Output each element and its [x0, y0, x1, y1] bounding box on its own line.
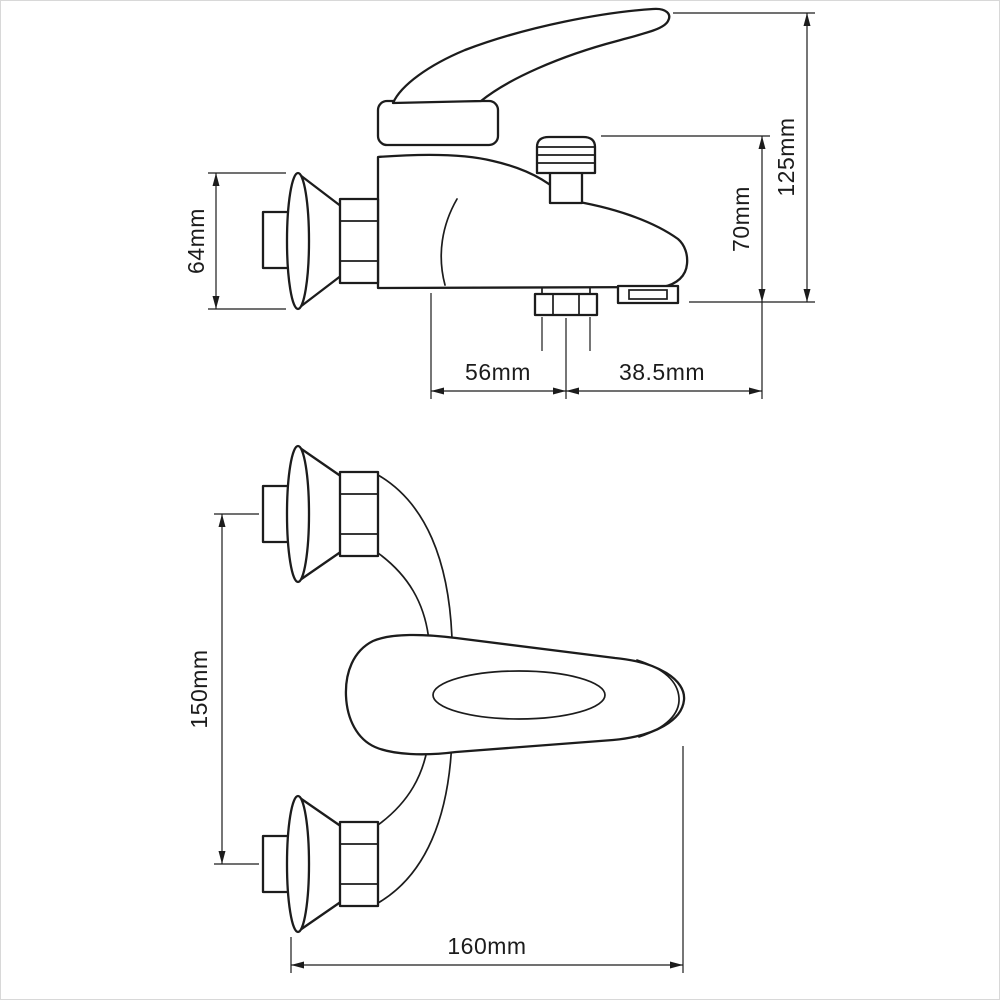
- dim-label-160mm: 160mm: [447, 933, 526, 959]
- dim-label-64mm: 64mm: [183, 208, 209, 274]
- dim-depth-group: 56mm 38.5mm: [430, 293, 763, 399]
- aerator-outer: [616, 284, 680, 305]
- dim-flange-diameter: 64mm: [183, 172, 286, 310]
- mount-flange: [285, 171, 311, 311]
- body-spout-outline: [376, 153, 689, 290]
- outlet-nut: [533, 292, 599, 317]
- outlet-facets: [552, 293, 580, 316]
- side-view: 64mm 125mm 70mm 56mm 38.5mm: [183, 7, 815, 399]
- dim-label-56mm: 56mm: [465, 359, 531, 385]
- dim-total-height: 125mm: [673, 12, 815, 303]
- dim-overall-width: 160mm: [290, 746, 684, 973]
- dim-label-150mm: 150mm: [186, 649, 212, 728]
- neck-top-outer: [377, 474, 453, 640]
- handle-base: [376, 99, 500, 147]
- shower-outlet: [533, 287, 599, 317]
- mount-flange-lower: [285, 794, 311, 934]
- nut-facet-lines: [339, 220, 379, 262]
- dim-label-38.5mm: 38.5mm: [619, 359, 705, 385]
- faucet-front-profile: [261, 444, 686, 934]
- neck-bottom-outer: [377, 738, 453, 904]
- lever-recess-ellipse: [432, 670, 606, 720]
- wall-mount-side: [261, 171, 380, 311]
- spout-tip-contour: [636, 659, 680, 738]
- wall-mount-upper: [261, 444, 380, 584]
- mixer-handle: [376, 7, 671, 147]
- dim-label-70mm: 70mm: [728, 186, 754, 252]
- diverter-knob: [535, 135, 597, 205]
- dim-inlet-spacing: 150mm: [186, 513, 259, 865]
- nut-facets-upper: [339, 493, 379, 535]
- wall-mount-lower: [261, 794, 380, 934]
- aerator-inner: [628, 289, 668, 300]
- mount-nut: [338, 197, 380, 285]
- handle-lever: [391, 7, 671, 105]
- knob-stem: [548, 169, 584, 205]
- mount-nut-upper: [338, 470, 380, 558]
- lever-body-front: [344, 633, 686, 756]
- faucet-side-profile: [261, 7, 689, 317]
- spout-aerator: [616, 284, 680, 305]
- neck-top-inner: [377, 552, 430, 642]
- dim-label-125mm: 125mm: [773, 117, 799, 196]
- dim-spout-height: 70mm: [601, 135, 770, 302]
- nut-facets-lower: [339, 843, 379, 885]
- mount-nut-lower: [338, 820, 380, 908]
- body-contour-line: [440, 198, 458, 286]
- front-view: 150mm 160mm: [186, 444, 686, 973]
- knob-ribs: [536, 146, 596, 164]
- mount-flange-upper: [285, 444, 311, 584]
